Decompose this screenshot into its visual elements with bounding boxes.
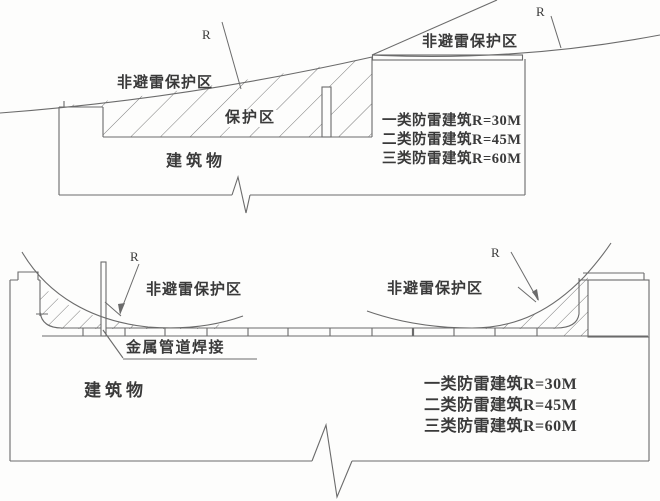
top-radius-label-left: R	[202, 27, 211, 42]
top-class-3: 三类防雷建筑R=60M	[382, 151, 522, 167]
bottom-class-3: 三类防雷建筑R=60M	[424, 418, 578, 435]
top-radius-leaders	[221, 15, 562, 90]
bottom-hatch-right	[470, 272, 588, 336]
top-roof-pipe	[321, 86, 332, 138]
bottom-roof-pipe	[100, 261, 107, 337]
bottom-diagram	[9, 242, 650, 500]
top-radius-label-right: R	[536, 4, 545, 19]
top-diagram	[0, 0, 660, 214]
top-protection-hatch	[62, 57, 372, 137]
top-protection-zone-label: 保护区	[222, 110, 280, 127]
weld-leader	[102, 329, 257, 360]
top-class-2: 二类防雷建筑R=45M	[382, 132, 522, 148]
bottom-non-protection-zone-right: 非避雷保护区	[387, 281, 484, 297]
bottom-radius-leaders	[104, 251, 539, 317]
bottom-protection-arcs	[21, 242, 612, 329]
top-building-label: 建筑物	[166, 153, 227, 170]
bottom-class-1: 一类防雷建筑R=30M	[424, 376, 578, 393]
bottom-hatch-left	[40, 283, 226, 329]
top-protection-arcs	[0, 0, 660, 114]
bottom-building-outline	[9, 271, 650, 500]
top-class-1: 一类防雷建筑R=30M	[382, 113, 522, 129]
bottom-class-list: 一类防雷建筑R=30M 二类防雷建筑R=45M 三类防雷建筑R=60M	[424, 374, 577, 437]
top-non-protection-zone-left: 非避雷保护区	[117, 75, 214, 91]
bottom-radius-label-right: R	[491, 245, 500, 260]
bottom-building-label: 建筑物	[84, 381, 147, 400]
bottom-non-protection-zone-left: 非避雷保护区	[146, 282, 243, 298]
top-non-protection-zone-right: 非避雷保护区	[422, 34, 519, 50]
bottom-class-2: 二类防雷建筑R=45M	[424, 397, 578, 414]
metal-pipe-weld-label: 金属管道焊接	[126, 340, 226, 356]
top-class-list: 一类防雷建筑R=30M 二类防雷建筑R=45M 三类防雷建筑R=60M	[382, 112, 521, 169]
bottom-radius-label-left: R	[130, 249, 139, 264]
